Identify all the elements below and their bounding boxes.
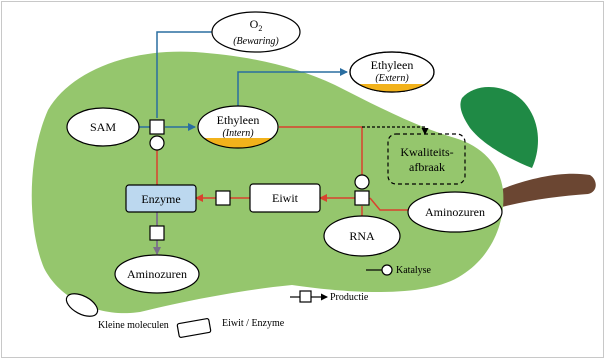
ethylene-extern-accent xyxy=(350,84,434,92)
quality-box xyxy=(387,133,466,185)
amino-to-translation-line xyxy=(369,197,408,211)
translation-catalysis-marker xyxy=(354,174,370,190)
ethylene-intern-node xyxy=(198,106,278,148)
legend-eiwit-shape xyxy=(176,318,212,338)
legend-kleine-moleculen-label: Kleine moleculen xyxy=(98,320,169,331)
amino-right-node xyxy=(407,191,503,233)
enzyme-catalysis-marker xyxy=(149,135,165,151)
legend: Katalyse Productie Kleine moleculen Eiwi… xyxy=(65,264,432,338)
o2-note: (Bewaring) xyxy=(233,36,279,47)
ethylene-intern-accent xyxy=(198,138,278,148)
o2-label: O2 xyxy=(250,17,263,33)
pear-leaf xyxy=(460,86,538,168)
quality-effect-arrow xyxy=(362,126,429,135)
eiwit-label: Eiwit xyxy=(272,191,299,205)
sam-node xyxy=(66,107,140,147)
o2-node xyxy=(211,11,301,53)
rna-label: RNA xyxy=(349,229,375,243)
o2-supply-arrow xyxy=(156,28,233,118)
sam-label: SAM xyxy=(90,120,116,134)
ethylene-extern-label: Ethyleen xyxy=(371,58,414,72)
legend-katalyse-label: Katalyse xyxy=(396,265,432,276)
eiwit-node xyxy=(249,183,321,213)
legend-productie-square xyxy=(299,290,312,303)
ethylene-intern-outline xyxy=(197,105,279,149)
amino-bottom-node xyxy=(114,254,200,294)
legend-eiwit-enzyme-label: Eiwit / Enzyme xyxy=(222,318,285,329)
ethylene-release-arrow xyxy=(237,68,348,106)
translation-production-marker xyxy=(354,190,370,206)
degradation-production-marker xyxy=(149,225,165,241)
ethylene-intern-label: Ethyleen xyxy=(217,113,260,127)
enzyme-node xyxy=(125,184,197,213)
enzyme-label: Enzyme xyxy=(141,192,180,206)
legend-katalyse-circle xyxy=(381,264,393,276)
ethylene-extern-outline xyxy=(349,51,435,93)
enzyme-production-marker xyxy=(215,190,231,206)
ethylene-production-marker xyxy=(149,119,165,135)
legend-kleine-moleculen-shape xyxy=(65,293,99,317)
quality-line2: afbraak xyxy=(409,160,445,174)
rna-node xyxy=(323,215,401,257)
quality-line1: Kwaliteits- xyxy=(400,145,453,159)
pear-body xyxy=(31,51,504,314)
legend-productie-label: Productie xyxy=(330,292,369,303)
amino-bottom-label: Aminozuren xyxy=(127,267,187,281)
amino-right-label: Aminozuren xyxy=(425,205,485,219)
ethylene-extern-note: (Extern) xyxy=(375,73,409,84)
pear-stem xyxy=(488,173,596,208)
ethylene-intern-note: (Intern) xyxy=(222,128,254,139)
